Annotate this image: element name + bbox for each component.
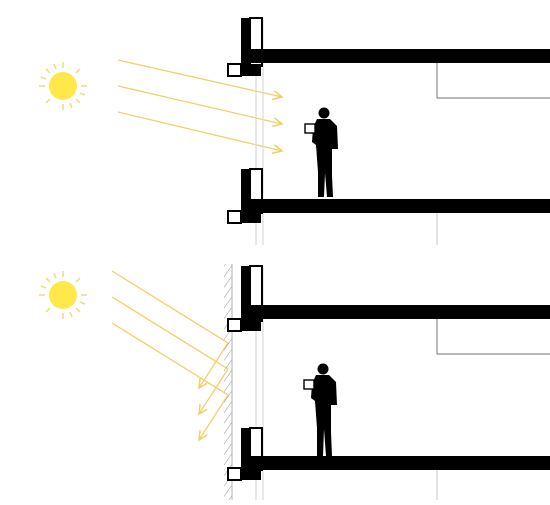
person-reading-icon xyxy=(304,107,338,197)
upper-slab xyxy=(227,265,550,355)
hatched-screen-icon xyxy=(224,264,232,500)
upper-slab xyxy=(227,17,550,99)
lower-slab xyxy=(227,168,550,245)
sun-icon xyxy=(39,62,87,110)
ceiling-detail xyxy=(436,319,550,355)
light-arrow-icon xyxy=(111,270,229,440)
lower-slab xyxy=(227,427,550,500)
light-arrow-icon xyxy=(117,59,282,151)
top-section xyxy=(39,17,550,245)
ceiling-detail xyxy=(436,63,550,99)
person-reading-icon xyxy=(303,363,337,456)
bottom-section xyxy=(39,264,550,500)
sun-icon xyxy=(39,271,87,319)
